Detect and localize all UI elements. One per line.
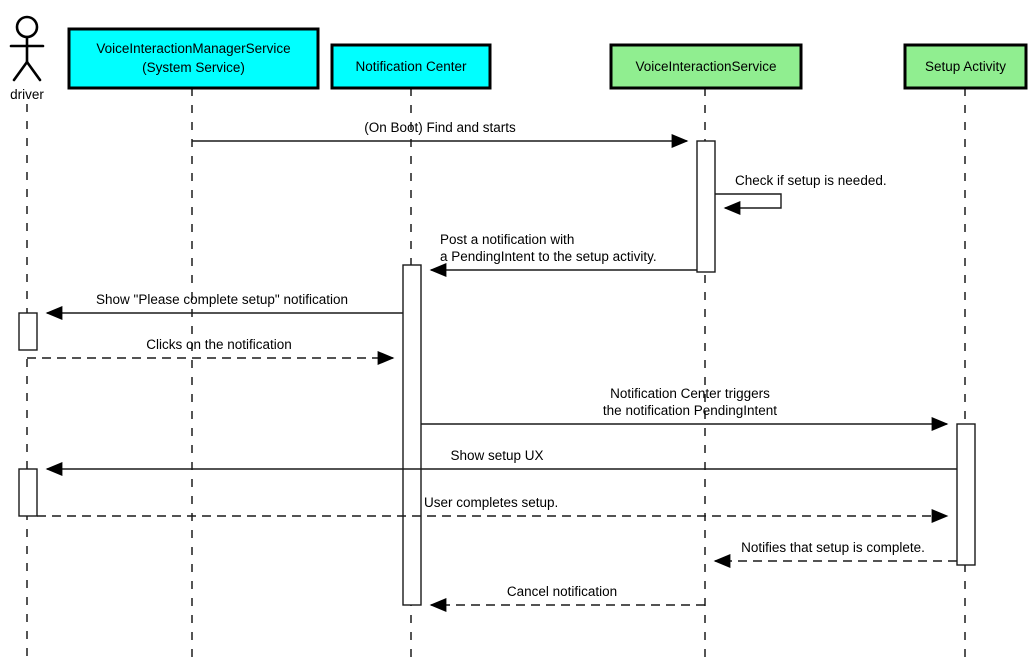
- message-label-check-if-setup-is-needed-line1: Check if setup is needed.: [735, 173, 887, 188]
- message-label-show-setup-ux-line1: Show setup UX: [450, 448, 543, 463]
- actor-label: driver: [10, 87, 44, 102]
- activation-driver-2: [18, 468, 38, 517]
- message-label-post-a-notification-line2: a PendingIntent to the setup activity.: [440, 249, 657, 264]
- activation-driver-1: [18, 312, 38, 351]
- activations-layer: [18, 140, 976, 606]
- participant-header-vims[interactable]: VoiceInteractionManagerService (System Se…: [67, 27, 320, 90]
- actor-head-icon: [15, 15, 39, 39]
- message-line-check-if-setup-is-needed: [715, 193, 782, 215]
- message-label-clicks-on-the-notification-line1: Clicks on the notification: [146, 337, 292, 352]
- participant-box-setup-activity[interactable]: [903, 43, 1028, 90]
- message-label-show-please-complete-setup-notification-line1: Show "Please complete setup" notificatio…: [96, 292, 348, 307]
- actor-driver: driver: [9, 15, 44, 102]
- activation-setup-activity: [956, 423, 976, 566]
- actor-leg-left-icon: [12, 60, 29, 82]
- activation-notification-center: [402, 264, 422, 606]
- participant-box-vims[interactable]: [67, 27, 320, 90]
- message-post-a-notification: Post a notification with a PendingIntent …: [429, 232, 697, 277]
- message-user-completes-setup: User completes setup.: [37, 495, 949, 523]
- message-clicks-on-the-notification: Clicks on the notification: [27, 337, 395, 365]
- participant-header-voice-interaction-service[interactable]: VoiceInteractionService: [609, 43, 803, 90]
- message-show-setup-ux: Show setup UX: [45, 448, 957, 476]
- message-on-boot-find-and-starts: (On Boot) Find and starts: [192, 120, 689, 148]
- message-label-post-a-notification-line1: Post a notification with: [440, 232, 574, 247]
- actor-leg-right-icon: [25, 60, 42, 82]
- participant-headers-layer: driver VoiceInteractionManagerService (Sys…: [9, 15, 1028, 102]
- message-label-notification-center-triggers-pendingintent-line2: the notification PendingIntent: [603, 403, 777, 418]
- participant-label-line1: VoiceInteractionManagerService: [96, 41, 290, 56]
- participant-header-notification-center[interactable]: Notification Center: [330, 43, 492, 90]
- message-cancel-notification: Cancel notification: [429, 584, 705, 612]
- participant-box-notification-center[interactable]: [330, 43, 492, 90]
- participant-label: VoiceInteractionService: [635, 59, 776, 74]
- message-label-notifies-that-setup-is-complete-line1: Notifies that setup is complete.: [741, 540, 925, 555]
- message-label-notification-center-triggers-pendingintent-line1: Notification Center triggers: [610, 386, 770, 401]
- participant-box-voice-interaction-service[interactable]: [609, 43, 803, 90]
- message-check-if-setup-is-needed: Check if setup is needed.: [715, 173, 887, 215]
- participant-label: Setup Activity: [925, 59, 1006, 74]
- message-label-user-completes-setup-line1: User completes setup.: [424, 495, 558, 510]
- participant-label: Notification Center: [355, 59, 467, 74]
- message-label-cancel-notification-line1: Cancel notification: [507, 584, 617, 599]
- message-label-on-boot-find-and-starts-line1: (On Boot) Find and starts: [364, 120, 516, 135]
- participant-label-line2: (System Service): [142, 60, 245, 75]
- activation-voice-interaction-service: [696, 140, 716, 273]
- message-notification-center-triggers-pendingintent: Notification Center triggers the notifica…: [421, 386, 949, 431]
- message-show-please-complete-setup-notification: Show "Please complete setup" notificatio…: [45, 292, 403, 320]
- participant-header-setup-activity[interactable]: Setup Activity: [903, 43, 1028, 90]
- message-notifies-that-setup-is-complete: Notifies that setup is complete.: [713, 540, 957, 568]
